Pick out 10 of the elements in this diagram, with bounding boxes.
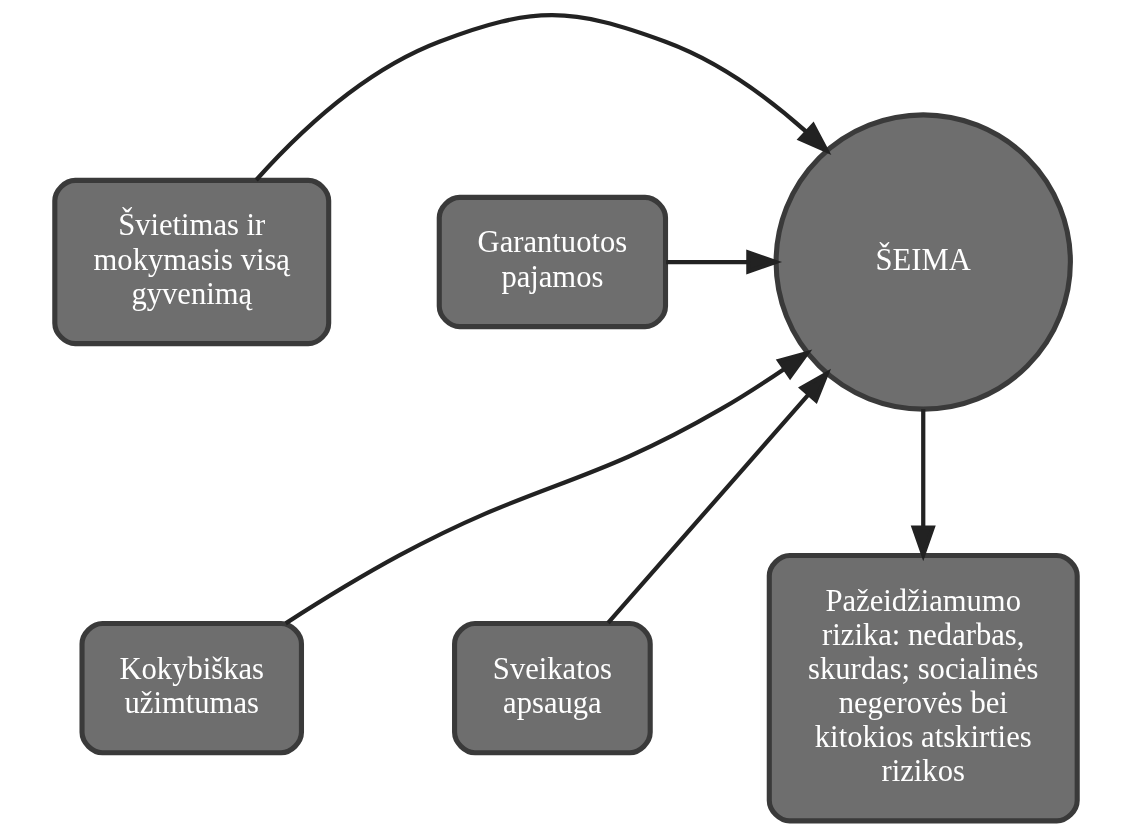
node-box: Švietimas ir mokymasis visą gyvenimą [52, 177, 332, 347]
arrow [254, 13, 832, 182]
arrow [666, 249, 783, 275]
node-box: Kokybiškas užimtumas [79, 620, 305, 756]
arrow [606, 368, 831, 625]
node-box: Sveikatos apsauga [452, 620, 653, 756]
node-box: Pažeidžiamumo rizika: nedarbas, skurdas; socialinės negerovės bei kitokios atskirties rizikos [766, 552, 1080, 824]
arrow [910, 409, 936, 562]
node-box: Garantuotos pajamos [436, 194, 669, 330]
arrow [284, 349, 813, 626]
